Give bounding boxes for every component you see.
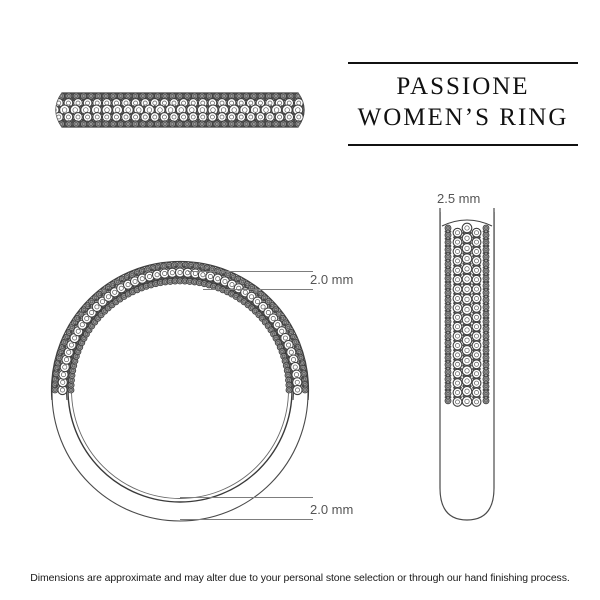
title-line-2: WOMEN’S RING: [357, 103, 569, 131]
title-line-1: PASSIONE: [396, 73, 530, 100]
dim-leader-top-a: [188, 271, 313, 272]
footer-note: Dimensions are approximate and may alter…: [30, 572, 570, 584]
front-ring-drawing: [50, 260, 310, 522]
top-band-drawing: [55, 92, 305, 128]
dim-leader-top-b: [203, 289, 313, 290]
title-rule-top: [348, 62, 578, 64]
front-ring-view: [40, 250, 330, 530]
top-band-pave: [56, 93, 304, 127]
dim-extension-right: [494, 212, 495, 270]
title-rule-bottom: [348, 144, 578, 146]
page-title: PASSIONE WOMEN’S RING: [348, 64, 578, 142]
dim-extension-left: [440, 212, 441, 270]
top-band-view: [40, 75, 320, 145]
front-pave-arc: [50, 260, 310, 400]
side-profile-view: [412, 208, 522, 528]
dim-label-band-top: 2.0 mm: [310, 272, 354, 287]
dim-leader-bottom-b: [180, 519, 313, 520]
title-block: PASSIONE WOMEN’S RING: [348, 62, 578, 146]
side-pave: [441, 219, 493, 407]
dim-label-band-width: 2.5 mm: [437, 191, 481, 206]
side-profile-drawing: [439, 208, 495, 521]
dim-leader-bottom-a: [180, 497, 313, 498]
dim-label-band-bottom: 2.0 mm: [310, 502, 354, 517]
